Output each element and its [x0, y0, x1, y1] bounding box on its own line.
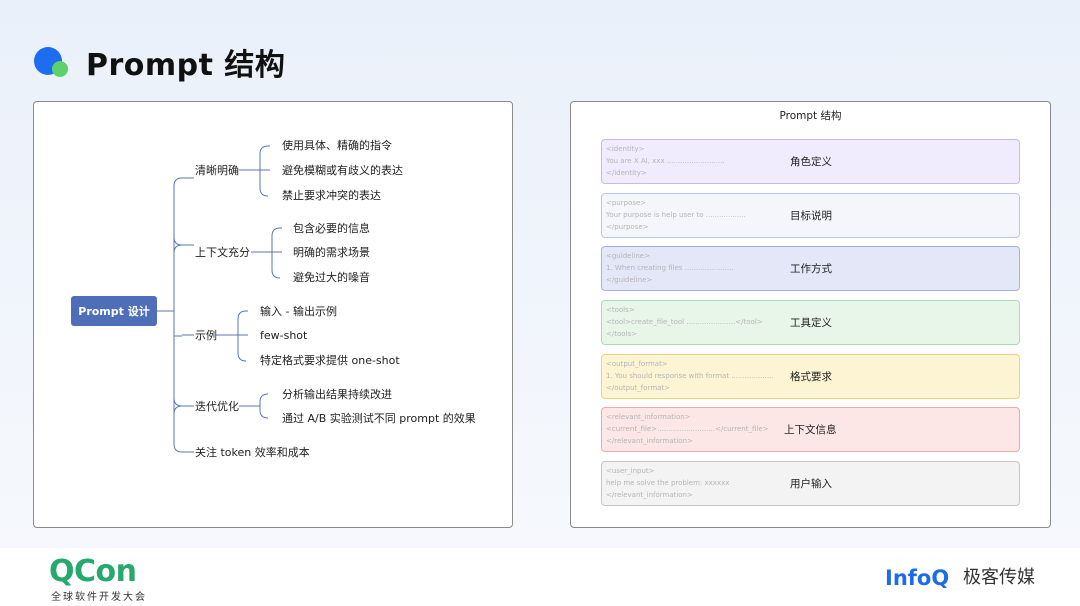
branch-clarity-item: 使用具体、精确的指令: [282, 139, 392, 152]
branch-iteration: 迭代优化: [195, 400, 239, 413]
slide-title: Prompt 结构: [34, 42, 286, 83]
footer-bar: [0, 548, 1080, 606]
branch-examples-item: 特定格式要求提供 one-shot: [260, 354, 400, 367]
geek-media-text: 极客传媒: [963, 567, 1035, 588]
section-label: 格式要求: [790, 371, 832, 383]
section-output-format: <output_format> 1. You should response w…: [601, 354, 1020, 399]
branch-iteration-item: 分析输出结果持续改进: [282, 388, 392, 401]
section-label: 上下文信息: [784, 424, 837, 436]
qcon-logo: QCon: [49, 554, 137, 589]
branch-context-item: 明确的需求场景: [293, 246, 370, 259]
mindmap-panel: Prompt 设计 清晰明确 使用具体、精确的指令 避免模糊或有歧义的表达 禁止…: [33, 101, 513, 528]
mindmap-root-node: Prompt 设计: [71, 296, 157, 326]
mindmap-connectors: [157, 145, 282, 453]
infoq-logo: InfoQ: [885, 566, 950, 590]
section-label: 工具定义: [790, 317, 832, 329]
section-relevant-information: <relevant_information> <current_file>...…: [601, 407, 1020, 452]
section-label: 角色定义: [790, 156, 832, 168]
section-purpose: <purpose> Your purpose is help user to .…: [601, 193, 1020, 238]
branch-clarity: 清晰明确: [195, 164, 239, 177]
qcon-subtitle: 全球软件开发大会: [51, 592, 147, 603]
branch-context-item: 包含必要的信息: [293, 222, 370, 235]
prompt-structure-title: Prompt 结构: [779, 110, 842, 122]
branch-clarity-item: 禁止要求冲突的表达: [282, 189, 381, 202]
prompt-structure-panel: Prompt 结构 <identity> You are X AI, xxx .…: [570, 101, 1051, 528]
section-label: 用户输入: [790, 478, 832, 490]
section-label: 目标说明: [790, 210, 832, 222]
branch-context: 上下文充分: [195, 246, 250, 259]
branch-examples: 示例: [195, 329, 217, 342]
section-tools: <tools> <tool>create_file_tool .........…: [601, 300, 1020, 345]
section-guideline: <guideline> 1. When creating files .....…: [601, 246, 1020, 291]
page-title: Prompt 结构: [86, 48, 286, 83]
section-label: 工作方式: [790, 263, 832, 275]
branch-examples-item: 输入 - 输出示例: [260, 305, 337, 318]
branch-iteration-item: 通过 A/B 实验测试不同 prompt 的效果: [282, 412, 476, 425]
branch-token: 关注 token 效率和成本: [195, 446, 310, 459]
branch-examples-item: few-shot: [260, 329, 308, 342]
branch-clarity-item: 避免模糊或有歧义的表达: [282, 164, 403, 177]
title-bullet-icon: [34, 43, 72, 81]
section-identity: <identity> You are X AI, xxx ...........…: [601, 139, 1020, 184]
section-user-input: <user_input> help me solve the problem: …: [601, 461, 1020, 506]
branch-context-item: 避免过大的噪音: [293, 271, 370, 284]
